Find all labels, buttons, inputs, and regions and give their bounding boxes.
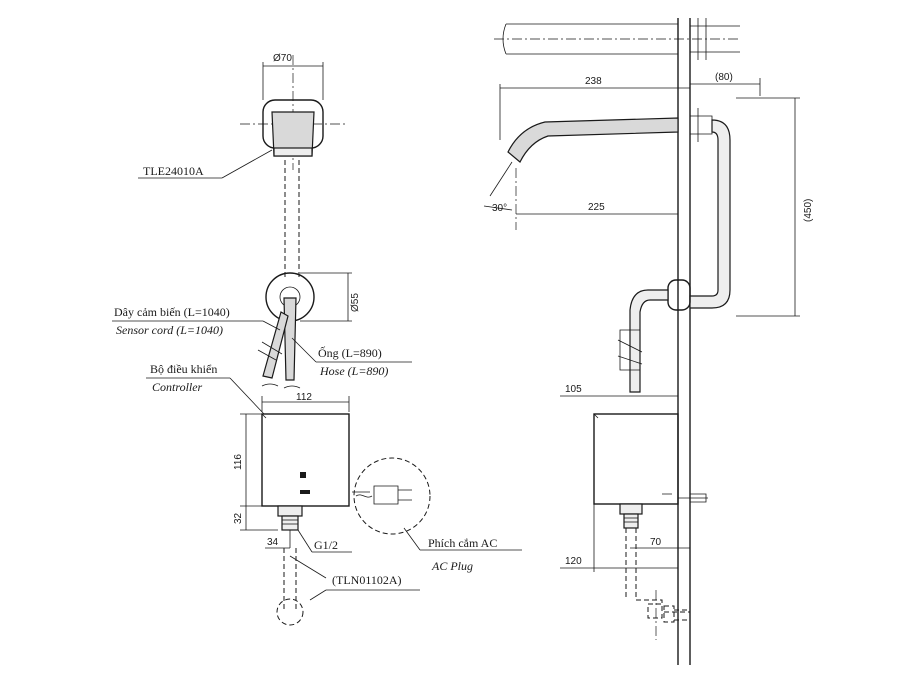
- dim-offset: 34: [267, 537, 279, 548]
- supply-pipe-side: [689, 119, 731, 309]
- stop-valve-side: [647, 603, 663, 619]
- front-view: Ø70 TLE24010A Ø55 Dây cảm biến (L=1040) …: [112, 53, 522, 626]
- label-hose-en: Hose (L=890): [319, 364, 388, 378]
- stop-valve-hidden: [276, 598, 304, 626]
- dim-diameter-flange: Ø55: [350, 293, 361, 312]
- label-model-valve: (TLN01102A): [332, 573, 402, 587]
- label-model-spout: TLE24010A: [143, 164, 204, 178]
- dim-height-side: (450): [803, 199, 814, 222]
- dim-wall: (80): [715, 72, 733, 83]
- dim-diameter-top: Ø70: [273, 53, 292, 64]
- label-plug-vi: Phích cắm AC: [428, 536, 497, 550]
- dim-spout: 225: [588, 202, 605, 213]
- ac-plug-detail: [353, 457, 431, 535]
- label-plug-en: AC Plug: [431, 559, 473, 573]
- hose-side: [629, 289, 669, 393]
- label-sensor-cord-vi: Dây cảm biến (L=1040): [114, 305, 230, 319]
- dim-controller-width: 112: [296, 392, 312, 403]
- dim-controller-height: 116: [233, 454, 244, 470]
- dim-reach: 238: [585, 76, 602, 87]
- label-thread: G1/2: [314, 538, 338, 552]
- label-hose-vi: Ống (L=890): [318, 345, 382, 360]
- label-sensor-cord-en: Sensor cord (L=1040): [116, 323, 223, 337]
- valve-body-side: [623, 513, 639, 529]
- sensor-window: [300, 472, 306, 478]
- valve-nut-side: [619, 503, 643, 515]
- valve-body: [281, 515, 299, 531]
- wall-flange-side: [667, 279, 691, 311]
- controller-box: [261, 413, 350, 507]
- side-view: 238 (80) (450) 30° 225 105: [483, 18, 814, 665]
- label-controller-en: Controller: [152, 380, 203, 394]
- dim-valve-offset: 70: [650, 537, 662, 548]
- dim-bottom: 32: [233, 512, 244, 524]
- controller-side: [593, 413, 679, 505]
- sensor-cord: [262, 311, 289, 379]
- valve-nut: [277, 505, 303, 517]
- controller-logo: [300, 490, 310, 494]
- dim-controller-width-side: 105: [565, 384, 582, 395]
- aerator: [273, 147, 313, 157]
- label-controller-vi: Bộ điều khiển: [150, 362, 217, 376]
- spout-side: [507, 117, 679, 163]
- dim-angle: 30°: [492, 203, 507, 214]
- hose-pipe: [283, 297, 297, 381]
- dim-bottom-side: 120: [565, 556, 582, 567]
